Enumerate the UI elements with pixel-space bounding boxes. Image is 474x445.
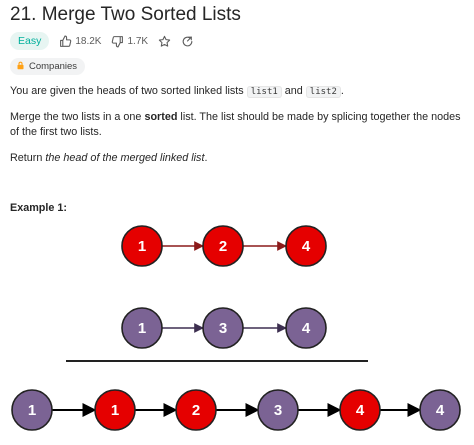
merged-list-node-label: 1 bbox=[28, 402, 36, 419]
merged-list-node-label: 4 bbox=[356, 402, 365, 419]
code-list2: list2 bbox=[305, 86, 341, 98]
companies-tag[interactable]: Companies bbox=[10, 58, 86, 75]
list2-node bbox=[202, 307, 244, 349]
thumbs-down-icon bbox=[111, 35, 124, 48]
merged-list-node-label: 1 bbox=[111, 402, 119, 419]
merged-list-node bbox=[257, 389, 299, 431]
description-paragraph-3: Return the head of the merged linked lis… bbox=[10, 152, 208, 164]
companies-label: Companies bbox=[29, 61, 78, 72]
list2-node-label: 3 bbox=[219, 320, 227, 337]
dislike-button[interactable]: 1.7K bbox=[111, 35, 148, 48]
list1-node-label: 4 bbox=[302, 238, 311, 255]
merged-list-node bbox=[11, 389, 53, 431]
thumbs-up-icon bbox=[59, 35, 72, 48]
merged-list-node bbox=[94, 389, 136, 431]
description-paragraph-1: You are given the heads of two sorted li… bbox=[10, 85, 344, 98]
list1-node bbox=[285, 225, 327, 267]
example-heading: Example 1: bbox=[10, 202, 68, 214]
merged-list: 1 1 2 3 4 4 bbox=[11, 389, 461, 431]
problem-title: 21. Merge Two Sorted Lists bbox=[10, 4, 241, 25]
merged-list-node-label: 2 bbox=[192, 402, 200, 419]
list2: 1 3 4 bbox=[121, 307, 327, 349]
list1-node-label: 2 bbox=[219, 238, 227, 255]
list1-node bbox=[121, 225, 163, 267]
star-icon[interactable] bbox=[158, 35, 171, 48]
list1-node bbox=[202, 225, 244, 267]
lock-icon bbox=[16, 61, 25, 73]
list2-node-label: 4 bbox=[302, 320, 311, 337]
merged-list-node-label: 4 bbox=[436, 402, 445, 419]
bold-sorted: sorted bbox=[144, 111, 178, 123]
linked-list-diagram: 1 2 4 1 3 4 1 1 2 3 4 4 bbox=[11, 225, 461, 431]
code-list1: list1 bbox=[246, 86, 282, 98]
merged-list-node bbox=[419, 389, 461, 431]
merged-list-node bbox=[339, 389, 381, 431]
difficulty-badge[interactable]: Easy bbox=[10, 32, 50, 50]
italic-head: the head of the merged linked list bbox=[45, 152, 205, 164]
description-paragraph-2: Merge the two lists in a one sorted list… bbox=[10, 111, 461, 138]
share-icon[interactable] bbox=[181, 35, 194, 48]
dislike-count: 1.7K bbox=[127, 35, 149, 47]
like-button[interactable]: 18.2K bbox=[59, 35, 101, 48]
merged-list-node-label: 3 bbox=[274, 402, 282, 419]
list1-node-label: 1 bbox=[138, 238, 146, 255]
list2-node-label: 1 bbox=[138, 320, 146, 337]
problem-meta-bar: Easy 18.2K 1.7K bbox=[10, 31, 194, 51]
list2-node bbox=[121, 307, 163, 349]
like-count: 18.2K bbox=[75, 35, 102, 47]
list2-node bbox=[285, 307, 327, 349]
merged-list-node bbox=[175, 389, 217, 431]
list1: 1 2 4 bbox=[121, 225, 327, 267]
